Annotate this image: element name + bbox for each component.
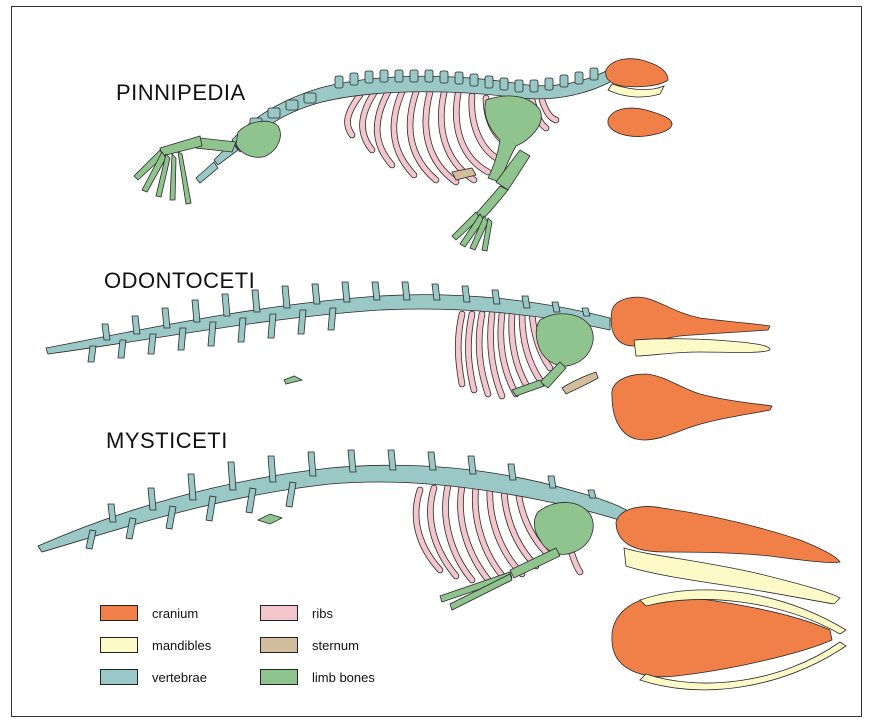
legend-label-ribs: ribs bbox=[312, 606, 333, 621]
legend-item-limb-bones: limb bones bbox=[260, 664, 375, 690]
legend-swatch-limb-bones bbox=[260, 669, 298, 685]
legend-item-ribs: ribs bbox=[260, 600, 333, 626]
legend-label-sternum: sternum bbox=[312, 638, 359, 653]
legend-label-vertebrae: vertebrae bbox=[152, 670, 207, 685]
legend-label-limb-bones: limb bones bbox=[312, 670, 375, 685]
group-title-mysticeti: MYSTICETI bbox=[106, 428, 228, 454]
legend-swatch-vertebrae bbox=[100, 669, 138, 685]
pinniped-limb-bones bbox=[134, 96, 541, 251]
legend-item-mandibles: mandibles bbox=[100, 632, 211, 658]
group-title-pinnipedia: PINNIPEDIA bbox=[116, 80, 246, 106]
legend-item-cranium: cranium bbox=[100, 600, 198, 626]
legend-label-cranium: cranium bbox=[152, 606, 198, 621]
legend-item-vertebrae: vertebrae bbox=[100, 664, 207, 690]
legend-swatch-cranium bbox=[100, 605, 138, 621]
group-title-odontoceti: ODONTOCETI bbox=[104, 268, 255, 294]
odontocete-skeleton bbox=[46, 282, 772, 440]
legend-swatch-sternum bbox=[260, 637, 298, 653]
odontocete-sternum bbox=[562, 372, 598, 394]
legend-swatch-ribs bbox=[260, 605, 298, 621]
legend-swatch-mandibles bbox=[100, 637, 138, 653]
odontocete-mandible-side bbox=[634, 339, 770, 356]
odontocete-cranium-top bbox=[612, 374, 772, 440]
pinniped-cranium-side bbox=[606, 59, 668, 87]
legend-item-sternum: sternum bbox=[260, 632, 359, 658]
color-legend: cranium mandibles vertebrae ribs sternum… bbox=[100, 600, 400, 710]
legend-label-mandibles: mandibles bbox=[152, 638, 211, 653]
pinniped-cranium-top bbox=[608, 108, 672, 136]
